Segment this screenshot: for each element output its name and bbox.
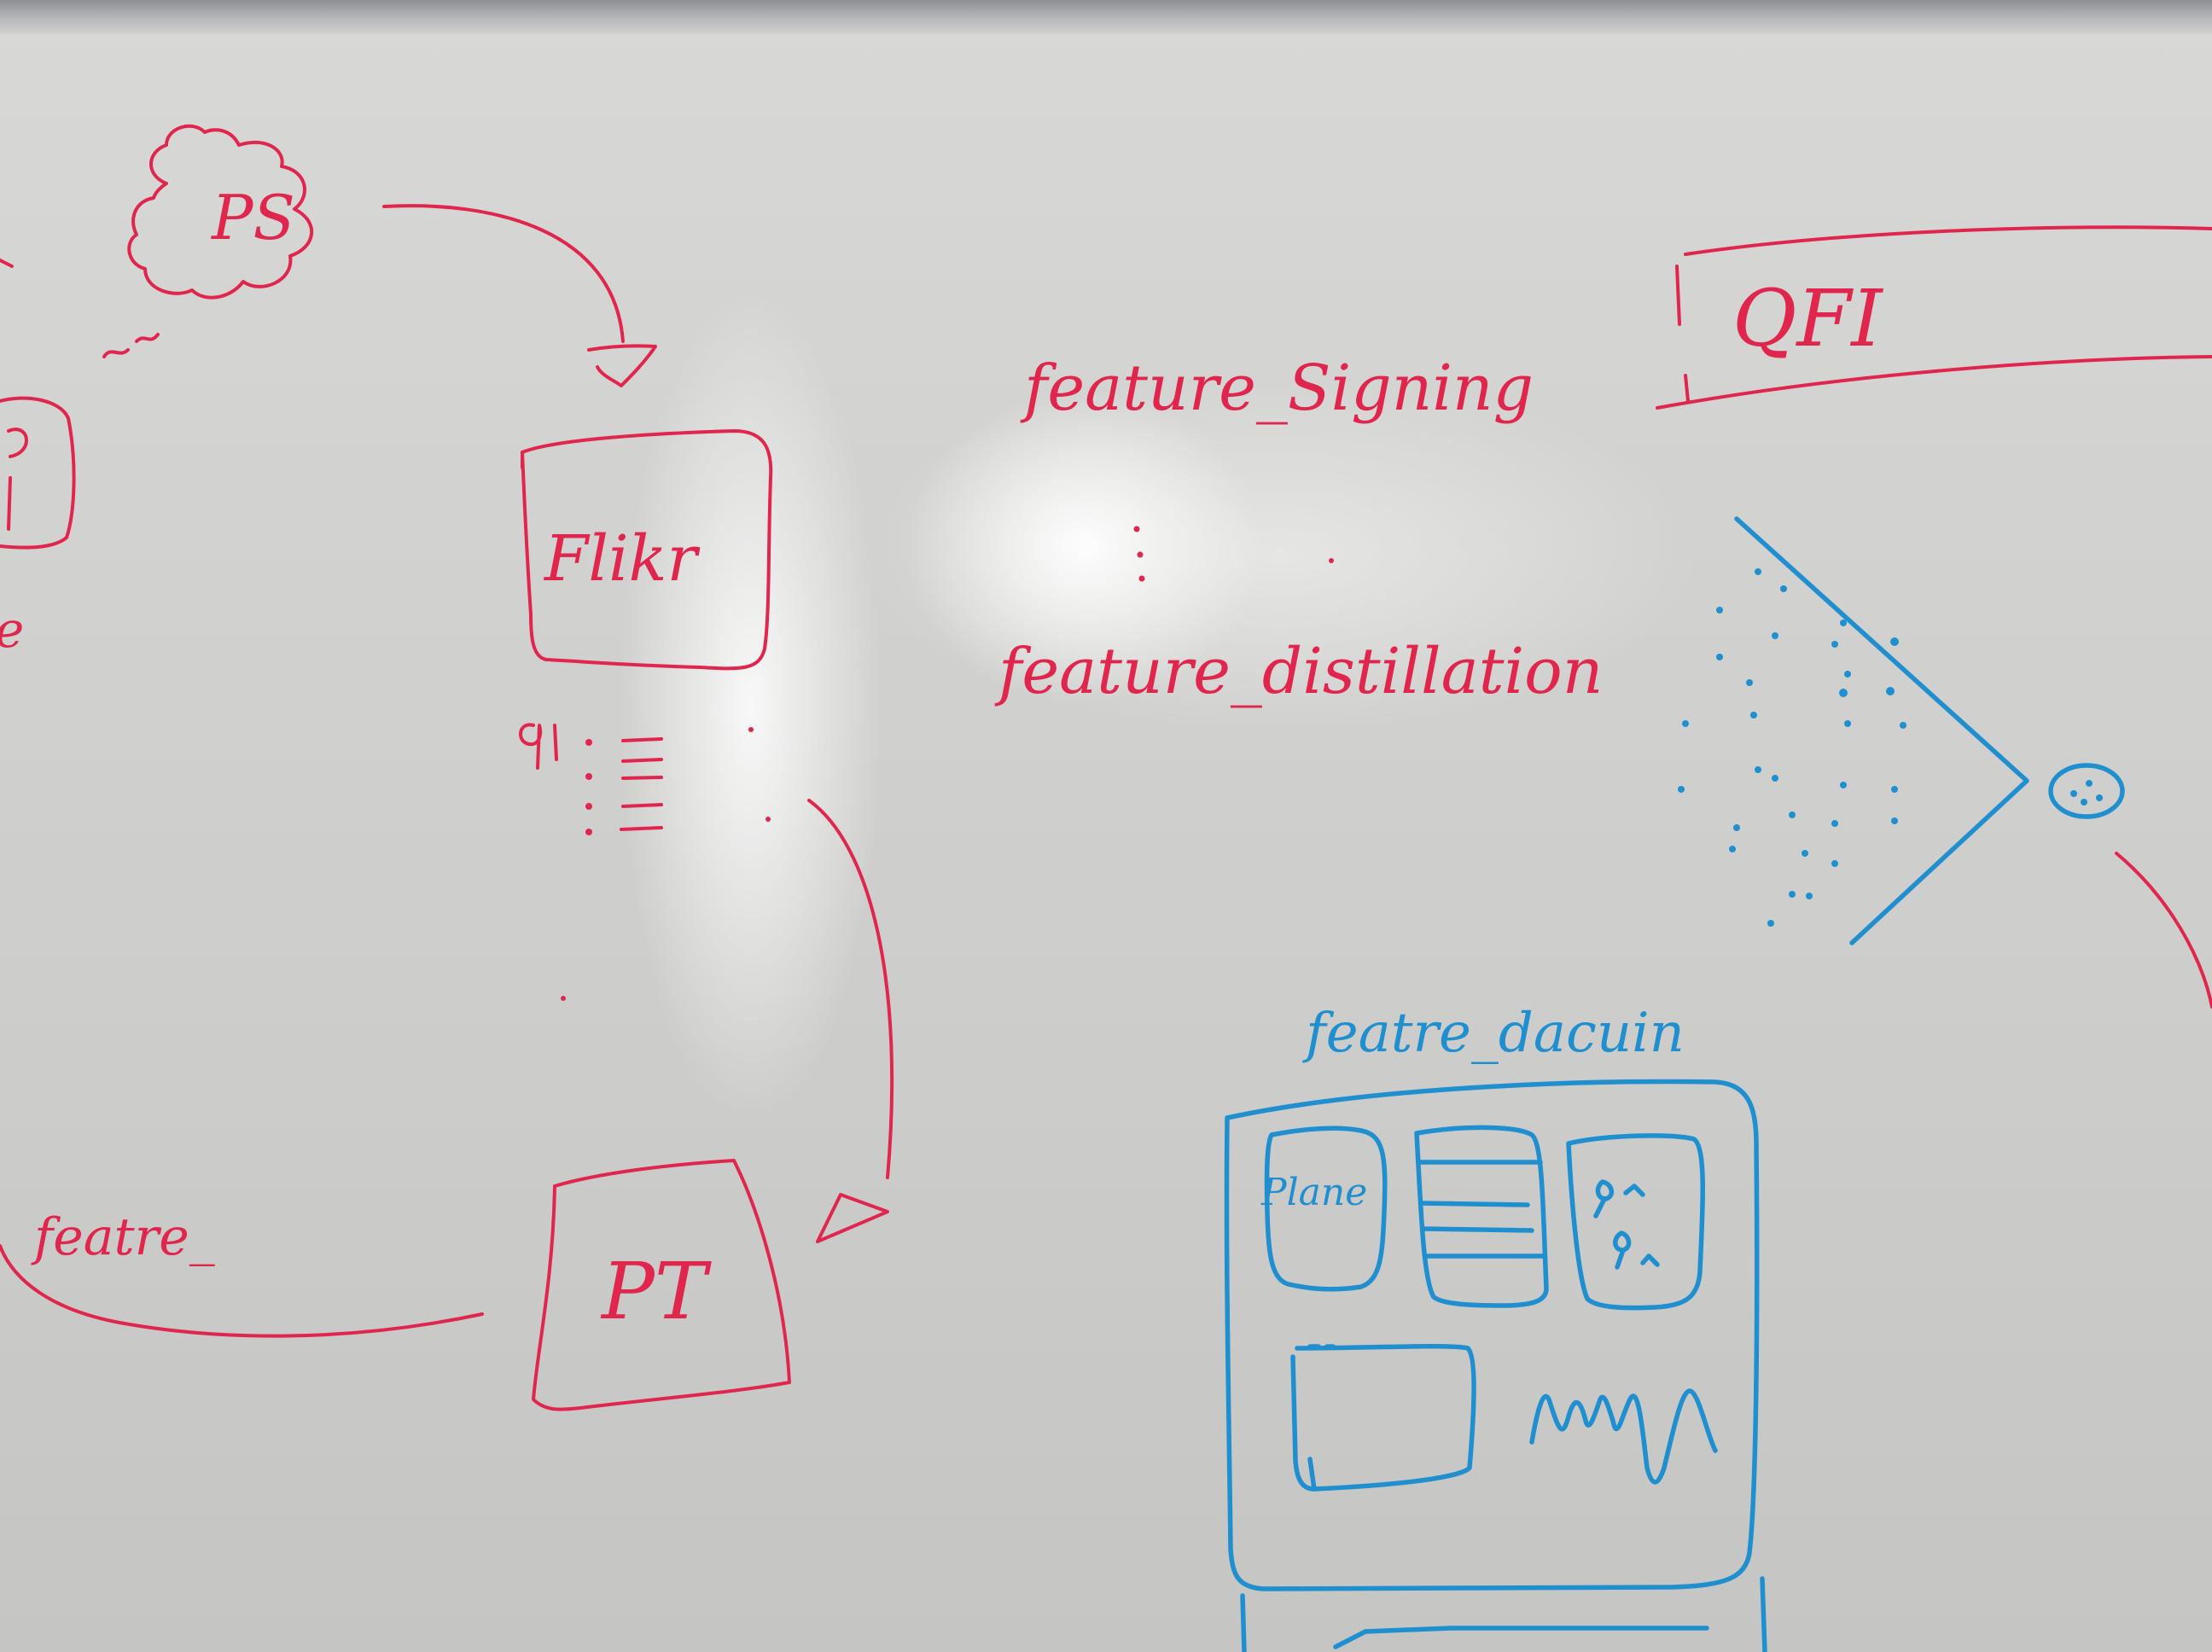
whiteboard-frame <box>0 0 2212 34</box>
ellipsis-vertical <box>1133 526 1145 582</box>
dashboard-tile-chart <box>1290 1344 1476 1492</box>
feature-distillation-label: feature_distillation <box>994 635 1603 708</box>
dashboard-tile-label: Plane <box>1260 1171 1367 1214</box>
pt-label: PT <box>600 1246 712 1337</box>
feature-signing-label: feature_Signing <box>1020 352 1534 425</box>
qfi-box: QFI <box>1656 225 2212 1009</box>
left-cut-letter: e <box>0 601 24 659</box>
pt-box: PT <box>532 1159 791 1411</box>
stray-marks <box>561 558 1334 1001</box>
arrow-list-to-pt <box>807 799 894 1243</box>
left-edge-fragment: e <box>0 259 76 659</box>
dashboard-tile-people <box>1566 1133 1706 1311</box>
feature-distillation-text: feature_distillation <box>994 635 1603 708</box>
ps-label: PS <box>210 182 295 253</box>
flickr-label: Flikr <box>543 522 701 596</box>
ps-cloud: PS <box>102 124 313 358</box>
feature-signing-text: feature_Signing <box>1020 352 1534 425</box>
funnel-dots <box>1678 568 1906 927</box>
funnel-diagram <box>1678 516 2125 945</box>
feature-dashboard-label: featre_dacuin <box>1302 1002 1685 1065</box>
dashboard-tile-plane: Plane <box>1260 1126 1388 1292</box>
arrow-ps-to-flickr <box>382 204 657 387</box>
arrow-pt-to-left: featre_ <box>0 1207 484 1338</box>
dashboard-waveform <box>1529 1388 1718 1485</box>
feature-dashboard-sketch: featre_dacuin Plane <box>1224 1002 1767 1652</box>
qfi-label: QFI <box>1732 273 1883 364</box>
feature-left-label: featre_ <box>31 1207 215 1267</box>
dashboard-tile-list <box>1414 1125 1549 1308</box>
flickr-box: Flikr <box>521 429 773 671</box>
query-list-icon <box>519 723 663 835</box>
